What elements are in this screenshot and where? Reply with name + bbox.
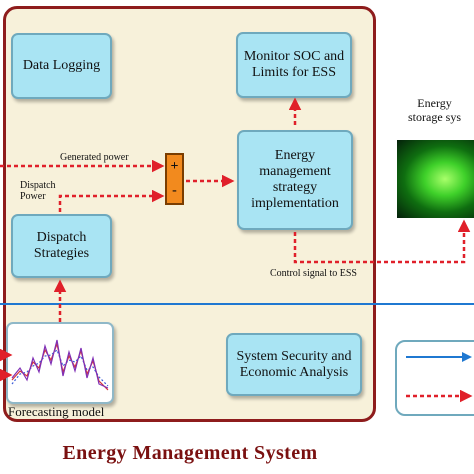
sum-minus: - bbox=[172, 183, 177, 198]
energy-storage-label: Energy storage sys bbox=[408, 96, 461, 124]
legend-box bbox=[395, 340, 474, 416]
security-analysis-label: System Security and Economic Analysis bbox=[236, 348, 352, 380]
forecast-curves bbox=[11, 339, 109, 391]
security-analysis-box: System Security and Economic Analysis bbox=[226, 333, 362, 396]
summing-block: + - bbox=[165, 153, 184, 205]
dispatch-power-label: Dispatch Power bbox=[20, 180, 56, 202]
forecasting-model-label: Forecasting model bbox=[8, 404, 105, 419]
sum-plus: + bbox=[170, 159, 179, 174]
monitor-soc-label: Monitor SOC and Limits for ESS bbox=[243, 49, 345, 80]
monitor-soc-box: Monitor SOC and Limits for ESS bbox=[236, 32, 352, 98]
data-logging-label: Data Logging bbox=[22, 58, 101, 73]
control-signal-arrow bbox=[293, 219, 471, 264]
control-signal-label: Control signal to ESS bbox=[270, 268, 357, 279]
ems-strategy-box: Energy management strategy implementatio… bbox=[237, 130, 353, 230]
forecasting-chart bbox=[6, 322, 114, 404]
generated-power-label: Generated power bbox=[60, 152, 129, 163]
data-logging-box: Data Logging bbox=[11, 33, 112, 99]
diagram-title: Energy Management System bbox=[62, 442, 318, 464]
dispatch-power-arrow bbox=[58, 189, 165, 212]
ems-strategy-label: Energy management strategy implementatio… bbox=[251, 148, 339, 211]
battery-image bbox=[397, 140, 474, 218]
dispatch-strategies-box: Dispatch Strategies bbox=[11, 214, 112, 278]
dispatch-strategies-label: Dispatch Strategies bbox=[33, 230, 90, 261]
